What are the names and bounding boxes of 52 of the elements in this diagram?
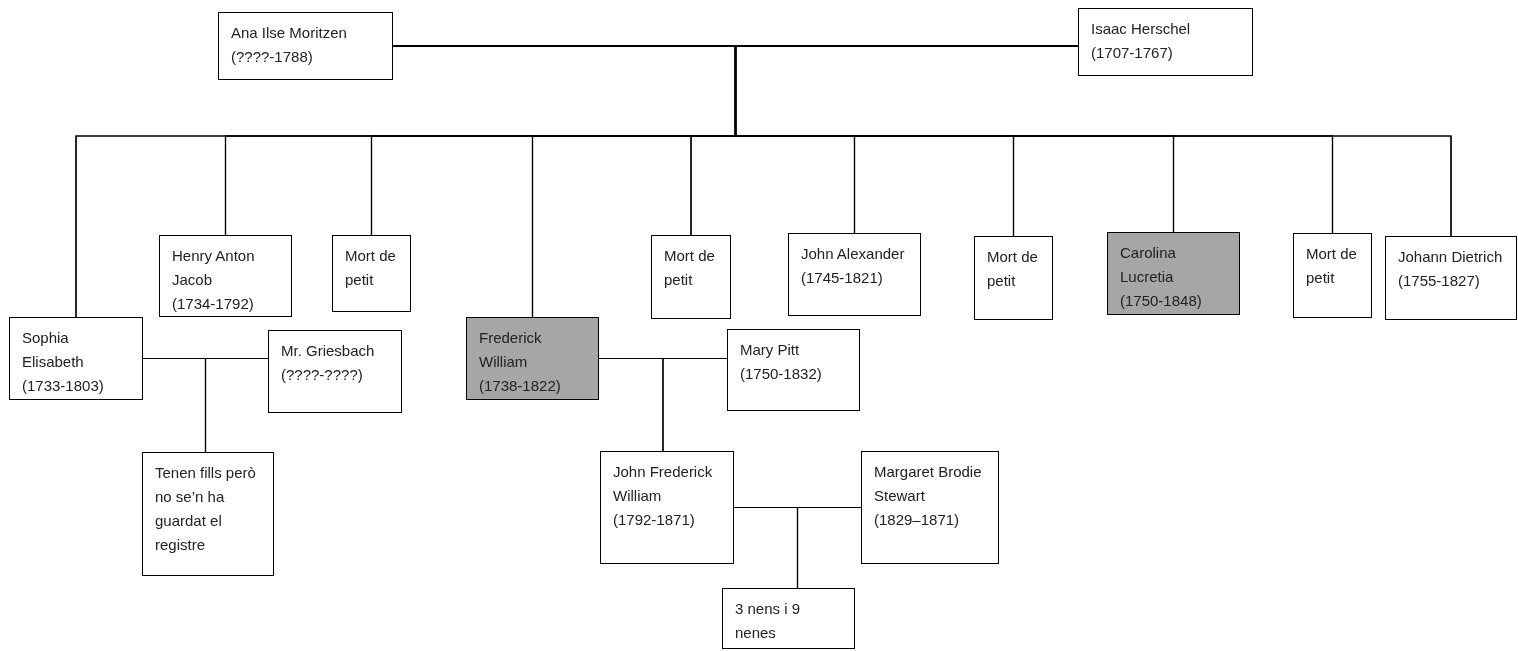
person-box xyxy=(651,235,731,319)
person-name: Johann Dietrich xyxy=(1398,247,1504,267)
person-name: Carolina Lucretia xyxy=(1120,243,1177,287)
person-box xyxy=(974,236,1053,320)
person-name: Tenen fills però no se’n ha guardat el registre xyxy=(155,463,257,555)
person-name: Margaret Brodie Stewart xyxy=(874,462,983,506)
person-name: 3 nens i 9 nenes xyxy=(735,599,802,643)
connector-line xyxy=(734,45,1452,237)
life-dates: (1734-1792) xyxy=(172,294,255,314)
life-dates: (1829–1871) xyxy=(874,510,961,530)
connector-line xyxy=(662,357,728,452)
person-box xyxy=(861,451,999,564)
life-dates: (1733-1803) xyxy=(22,376,105,396)
life-dates: (1738-1822) xyxy=(479,376,562,396)
life-dates: (????-????) xyxy=(281,365,364,385)
highlighted-person-box xyxy=(1107,232,1240,315)
life-dates: (1755-1827) xyxy=(1398,271,1481,291)
person-box xyxy=(159,235,292,317)
life-dates: (1750-1832) xyxy=(740,364,823,384)
connector-line xyxy=(204,357,269,453)
person-box xyxy=(722,588,855,649)
person-box xyxy=(9,317,143,400)
person-name: Mort de petit xyxy=(345,246,397,290)
person-name: Sophia Elisabeth xyxy=(22,328,85,372)
life-dates: (1750-1848) xyxy=(1120,291,1203,311)
highlighted-person-box xyxy=(466,317,599,400)
person-name: John Alexander xyxy=(801,244,906,264)
person-name: Mr. Griesbach xyxy=(281,341,376,361)
person-box xyxy=(218,12,393,80)
person-name: John Frederick William xyxy=(613,462,714,506)
person-box xyxy=(1078,8,1253,76)
person-box xyxy=(332,235,411,312)
person-name: Henry Anton Jacob xyxy=(172,246,256,290)
life-dates: (1745-1821) xyxy=(801,268,884,288)
life-dates: (????-1788) xyxy=(231,47,314,67)
person-name: Mort de petit xyxy=(987,247,1039,291)
person-name: Mort de petit xyxy=(1306,244,1358,288)
person-box xyxy=(1385,236,1517,320)
person-name: Mary Pitt xyxy=(740,340,801,360)
person-name: Frederick William xyxy=(479,328,543,372)
person-box xyxy=(142,452,274,576)
connector-line xyxy=(796,506,862,589)
person-box xyxy=(727,329,860,411)
person-box xyxy=(600,451,734,564)
person-name: Ana Ilse Moritzen xyxy=(231,23,348,43)
person-name: Mort de petit xyxy=(664,246,716,290)
life-dates: (1707-1767) xyxy=(1091,43,1174,63)
person-box xyxy=(788,233,921,316)
person-name: Isaac Herschel xyxy=(1091,19,1192,39)
life-dates: (1792-1871) xyxy=(613,510,696,530)
person-box xyxy=(1293,233,1372,318)
person-box xyxy=(268,330,402,413)
